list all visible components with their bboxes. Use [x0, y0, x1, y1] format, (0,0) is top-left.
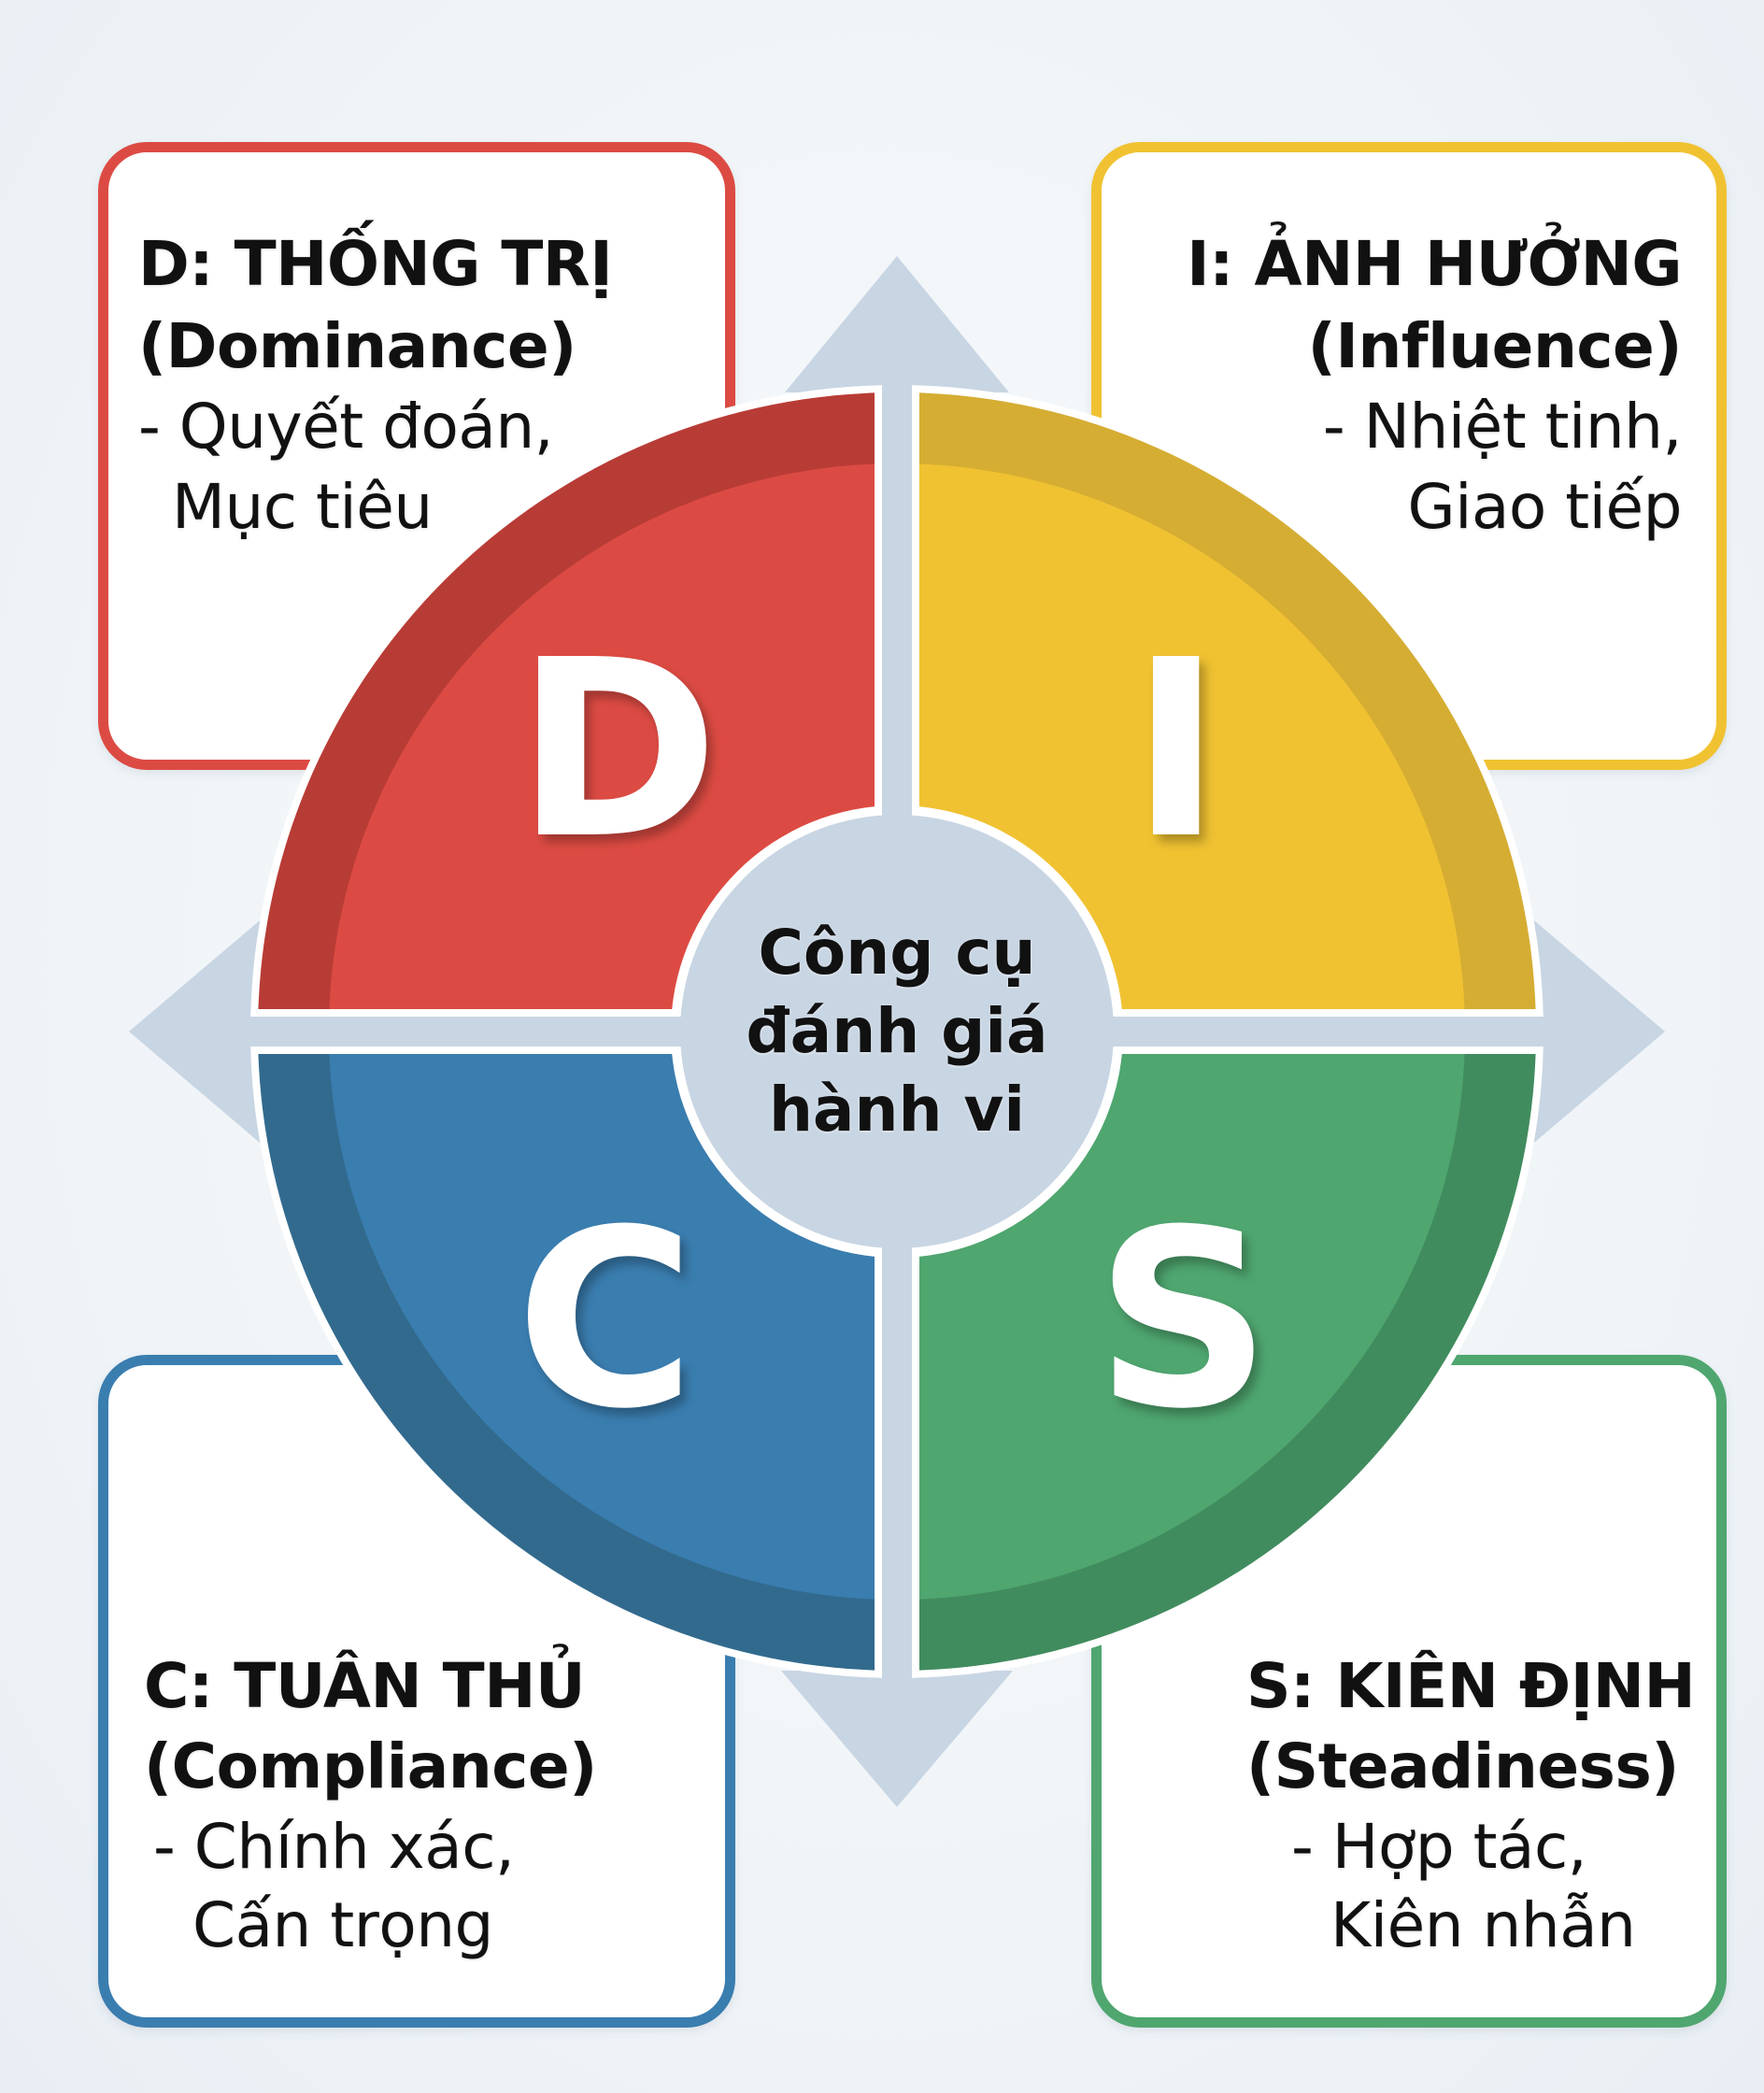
- center-line-2: đánh giá: [746, 995, 1048, 1067]
- card-c-title: C: TUÂN THỦ: [144, 1650, 586, 1722]
- arrow-down-icon: [781, 1671, 1013, 1807]
- card-i-subtitle: (Influence): [1307, 310, 1683, 382]
- center-line-1: Công cụ: [758, 917, 1036, 989]
- card-d-subtitle: (Dominance): [138, 310, 576, 382]
- card-s-desc-1: - Hợp tác,: [1291, 1811, 1587, 1883]
- center-circle: [680, 815, 1114, 1248]
- arrow-up-icon: [785, 256, 1009, 392]
- center-line-3: hành vi: [768, 1074, 1026, 1146]
- card-c-subtitle: (Compliance): [144, 1730, 597, 1802]
- card-s-desc-2: Kiên nhẫn: [1330, 1889, 1636, 1961]
- card-s-subtitle: (Steadiness): [1246, 1730, 1679, 1802]
- card-d-desc-1: - Quyết đoán,: [138, 391, 554, 463]
- quadrant-letter-d: D: [516, 607, 719, 892]
- card-d-title: D: THỐNG TRỊ: [138, 228, 613, 300]
- card-d-desc-2: Mục tiêu: [172, 471, 433, 543]
- card-s-title: S: KIÊN ĐỊNH: [1246, 1650, 1696, 1722]
- card-i-desc-2: Giao tiếp: [1407, 471, 1683, 543]
- quadrant-letter-s: S: [1095, 1177, 1272, 1462]
- quadrant-letter-c: C: [516, 1177, 696, 1462]
- card-i-desc-1: - Nhiệt tinh,: [1322, 391, 1683, 463]
- card-c-desc-1: - Chính xác,: [153, 1811, 515, 1883]
- arrow-left-icon: [129, 916, 265, 1147]
- center-label: Công cụ đánh giá hành vi: [680, 815, 1114, 1248]
- card-c-desc-2: Cấn trọng: [192, 1889, 493, 1961]
- arrows: [129, 256, 1665, 1807]
- quadrant-letter-i: I: [1131, 607, 1222, 892]
- card-i-title: I: ẢNH HƯỞNG: [1187, 228, 1682, 300]
- arrow-right-icon: [1529, 916, 1665, 1147]
